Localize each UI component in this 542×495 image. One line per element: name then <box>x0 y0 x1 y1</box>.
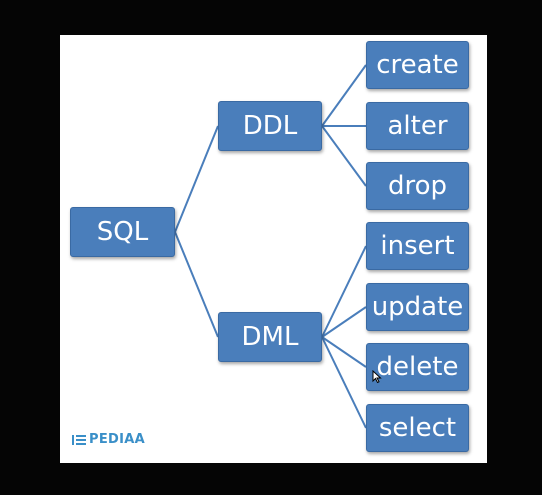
node-sql: SQL <box>70 207 175 257</box>
node-dml: DML <box>218 312 322 362</box>
node-create: create <box>366 41 469 89</box>
node-drop: drop <box>366 162 469 210</box>
connector-sql-ddl <box>174 125 219 233</box>
connector-dml-insert <box>321 245 367 338</box>
connector-dml-update <box>321 306 367 338</box>
node-select: select <box>366 404 469 452</box>
mouse-cursor-icon <box>372 370 382 384</box>
brand-name: PEDIAA <box>89 432 145 447</box>
connector-ddl-drop <box>321 125 367 187</box>
connector-dml-delete <box>321 336 367 368</box>
node-insert: insert <box>366 222 469 270</box>
connector-ddl-create <box>321 64 367 127</box>
node-update: update <box>366 283 469 331</box>
list-icon <box>72 434 86 446</box>
node-alter: alter <box>366 102 469 150</box>
connector-dml-select <box>321 336 367 429</box>
node-delete: delete <box>366 343 469 391</box>
node-ddl: DDL <box>218 101 322 151</box>
connector-sql-dml <box>174 231 219 338</box>
brand-logo: PEDIAA <box>72 432 145 447</box>
